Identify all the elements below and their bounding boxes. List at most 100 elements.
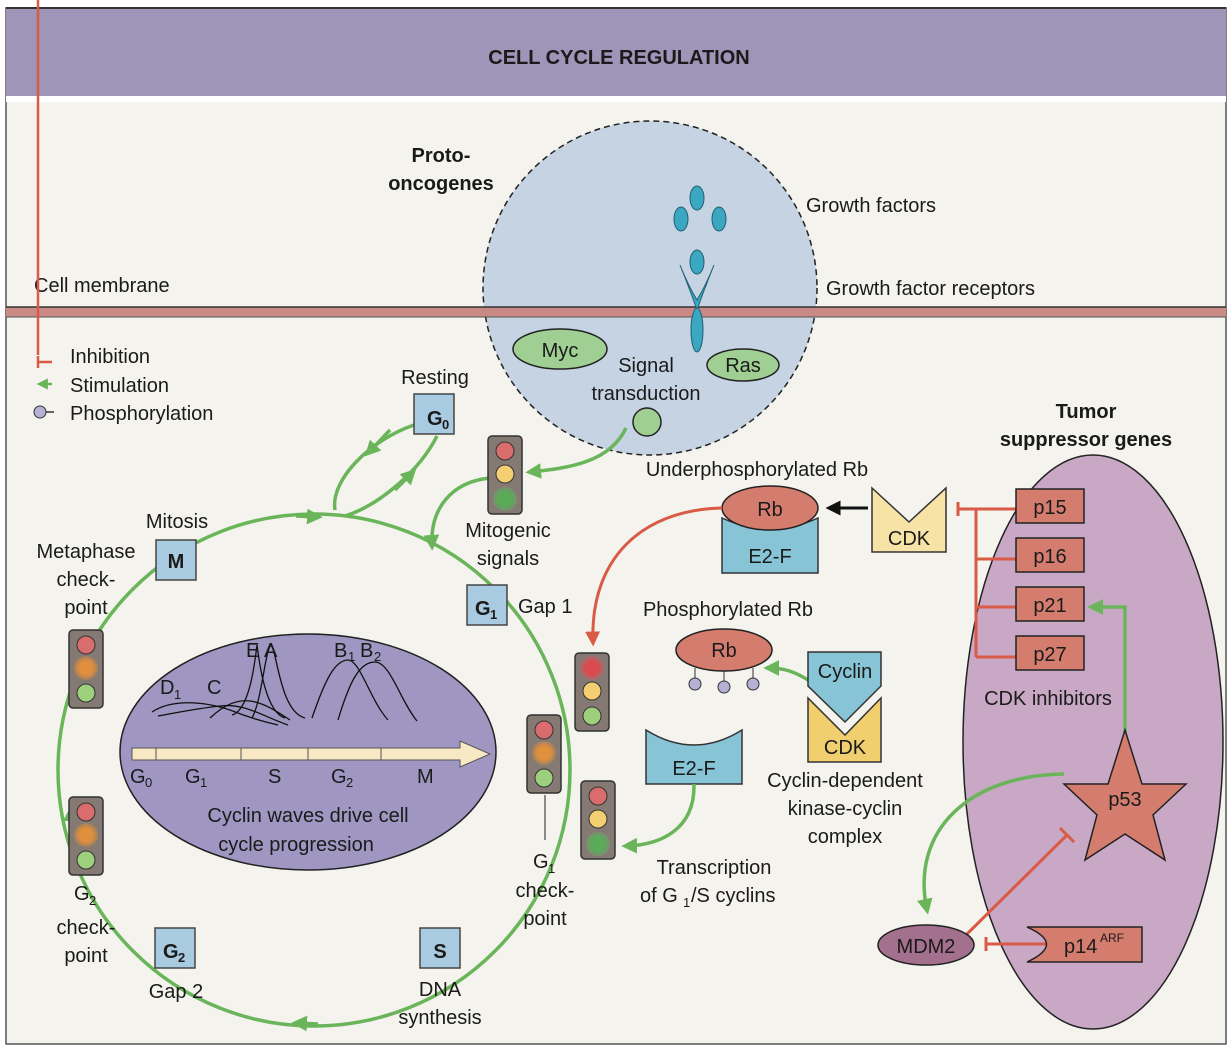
svg-text:Inhibition: Inhibition bbox=[70, 346, 150, 368]
svg-text:Rb: Rb bbox=[757, 499, 783, 521]
myc-oval bbox=[512, 328, 608, 370]
cdk-inhibitors-label: CDK inhibitors bbox=[984, 688, 1112, 710]
svg-text:Rb: Rb bbox=[711, 640, 737, 662]
phase-tick-4: M bbox=[417, 766, 434, 788]
metaphase-checkpoint-label-2: check- bbox=[57, 569, 116, 591]
mitogenic-signal-arrow bbox=[423, 476, 491, 551]
svg-text:p15: p15 bbox=[1033, 497, 1066, 519]
p53-star: p53 bbox=[1062, 727, 1188, 862]
gap2-label: Gap 2 bbox=[149, 981, 203, 1003]
cdk-inhibitor-p21: p21 bbox=[1015, 586, 1085, 622]
phase-box-g1: G 1 bbox=[466, 584, 508, 626]
svg-text:G: G bbox=[163, 941, 179, 963]
svg-text:A: A bbox=[264, 640, 278, 662]
cdk-inhibitor-p15: p15 bbox=[1015, 488, 1085, 524]
growth-factors-label: Growth factors bbox=[806, 195, 936, 217]
phosphorylation-circle-icon bbox=[33, 405, 47, 419]
rb-traffic-light bbox=[574, 652, 610, 732]
signal-stimulation-arrow bbox=[525, 427, 628, 479]
underphosphorylated-rb-label: Underphosphorylated Rb bbox=[646, 459, 868, 481]
svg-text:Cyclin: Cyclin bbox=[818, 661, 872, 683]
svg-text:2: 2 bbox=[346, 775, 353, 790]
svg-text:G: G bbox=[331, 766, 347, 788]
svg-text:0: 0 bbox=[442, 417, 449, 432]
p53-p21-stimulation-arrow bbox=[1087, 599, 1127, 738]
cyclin-caption-1: Cyclin waves drive cell bbox=[207, 805, 408, 827]
svg-text:D: D bbox=[160, 677, 174, 699]
svg-text:Stimulation: Stimulation bbox=[70, 375, 169, 397]
svg-text:ARF: ARF bbox=[1100, 931, 1124, 945]
svg-text:S: S bbox=[433, 941, 446, 963]
svg-text:point: point bbox=[64, 945, 108, 967]
svg-text:2: 2 bbox=[89, 893, 96, 908]
svg-text:C: C bbox=[207, 677, 221, 699]
svg-text:S: S bbox=[268, 766, 281, 788]
cdk-inhibitor-p16: p16 bbox=[1015, 537, 1085, 573]
mitogenic-traffic-light bbox=[487, 435, 523, 515]
svg-text:2: 2 bbox=[374, 649, 381, 664]
transcription-label-1: Transcription bbox=[657, 857, 772, 879]
phase-timeline-arrow bbox=[131, 740, 492, 768]
svg-text:p27: p27 bbox=[1033, 644, 1066, 666]
header-banner bbox=[6, 8, 1226, 96]
tumor-suppressor-title-1: Tumor bbox=[1056, 401, 1117, 423]
svg-text:G: G bbox=[427, 408, 443, 430]
cyclin-wave-curves bbox=[151, 644, 418, 726]
svg-text:1: 1 bbox=[490, 607, 497, 622]
svg-text:1: 1 bbox=[200, 775, 207, 790]
cdk-inhibition-lines bbox=[956, 502, 1016, 659]
svg-text:p16: p16 bbox=[1033, 546, 1066, 568]
svg-text:MDM2: MDM2 bbox=[897, 936, 956, 958]
svg-text:E2-F: E2-F bbox=[748, 546, 791, 568]
svg-text:1: 1 bbox=[683, 895, 690, 910]
svg-text:1: 1 bbox=[174, 687, 181, 702]
svg-text:CDK: CDK bbox=[824, 737, 867, 759]
svg-text:B: B bbox=[334, 640, 347, 662]
ras-label: Ras bbox=[725, 355, 761, 377]
svg-text:Phosphorylation: Phosphorylation bbox=[70, 403, 213, 425]
svg-text:CDK: CDK bbox=[888, 528, 931, 550]
signal-transduction-label-1: Signal bbox=[618, 355, 674, 377]
svg-text:of G: of G bbox=[640, 885, 678, 907]
mdm2-p53-inhibition bbox=[965, 833, 1069, 936]
cell-membrane bbox=[6, 307, 1226, 317]
e2f-transcription-arrow bbox=[621, 783, 696, 854]
growth-factor-receptors-label: Growth factor receptors bbox=[826, 278, 1035, 300]
myc-label: Myc bbox=[542, 340, 579, 362]
free-e2f: E2-F bbox=[645, 728, 743, 785]
phase-box-m: M bbox=[155, 539, 197, 581]
signal-molecule bbox=[632, 407, 662, 437]
phase-box-s: S bbox=[419, 927, 461, 969]
g2-checkpoint-label: G 2 check- point bbox=[57, 883, 116, 967]
svg-text:E2-F: E2-F bbox=[672, 758, 715, 780]
dna-synthesis-label-1: DNA bbox=[419, 979, 462, 1001]
proto-oncogenes-label-1: Proto- bbox=[412, 145, 471, 167]
cyclin-caption-2: cycle progression bbox=[218, 834, 374, 856]
svg-text:point: point bbox=[523, 908, 567, 930]
cdk-inactive: CDK bbox=[871, 486, 947, 553]
g0-entry-arrow bbox=[332, 423, 415, 511]
complex-label-3: complex bbox=[808, 826, 882, 848]
svg-text:G: G bbox=[475, 598, 491, 620]
legend: Inhibition Stimulation Phosphorylation bbox=[33, 0, 213, 425]
cdk-inhibitor-p27: p27 bbox=[1015, 635, 1085, 671]
metaphase-traffic-light bbox=[68, 629, 104, 709]
p53-mdm2-stimulation-arrow bbox=[917, 772, 1065, 915]
transcription-label-2: of G 1 /S cyclins bbox=[640, 885, 775, 910]
mdm2-oval: MDM2 bbox=[877, 924, 975, 966]
legend-stimulation: Stimulation bbox=[36, 375, 169, 397]
transcription-traffic-light bbox=[580, 780, 616, 860]
svg-text:B: B bbox=[360, 640, 373, 662]
legend-phosphorylation: Phosphorylation bbox=[33, 403, 213, 425]
svg-text:M: M bbox=[168, 551, 185, 573]
resting-label: Resting bbox=[401, 367, 469, 389]
svg-text:2: 2 bbox=[178, 950, 185, 965]
metaphase-checkpoint-label-1: Metaphase bbox=[37, 541, 136, 563]
p14arf-box: p14 ARF bbox=[1026, 926, 1143, 963]
growth-factor-icon bbox=[673, 185, 727, 353]
